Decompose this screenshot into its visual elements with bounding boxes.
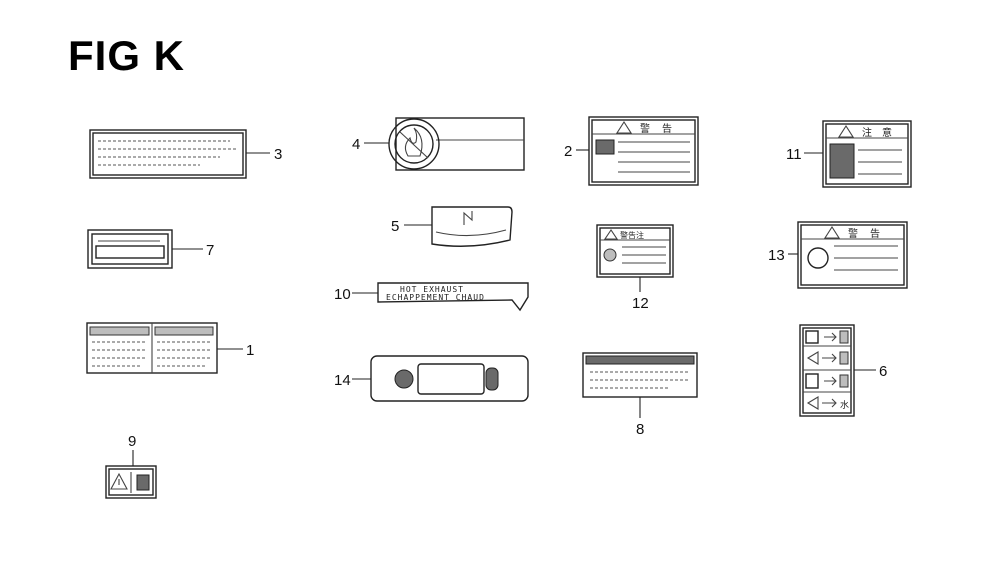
callout-12: 12 [632,295,649,312]
label-7[interactable] [87,229,203,269]
label-14[interactable] [352,355,529,402]
label-13-symbol: 警 [848,227,858,240]
label-12-symbol: 警告注 [620,230,644,240]
callout-11: 11 [786,146,802,163]
callout-8: 8 [636,421,644,438]
callout-14: 14 [334,372,351,389]
label-13-symbol-2: 告 [870,227,880,240]
label-10-line2: ECHAPPEMENT CHAUD [386,293,485,302]
callout-1: 1 [246,342,254,359]
label-8[interactable] [582,352,698,418]
label-3[interactable] [89,129,270,179]
label-11-symbol-2: 意 [882,126,892,139]
callout-2: 2 [564,143,572,160]
label-2-symbol: 警 [640,122,650,135]
label-2-symbol-2: 告 [662,122,672,135]
callout-5: 5 [391,218,399,235]
figure-title: FIG K [68,32,185,79]
callout-7: 7 [206,242,214,259]
label-10-line1: HOT EXHAUST [400,285,464,294]
label-4[interactable] [364,117,525,171]
callout-13: 13 [768,247,785,264]
label-5[interactable] [404,206,513,247]
callout-6: 6 [879,363,887,380]
label-9[interactable] [105,450,157,499]
label-11[interactable]: 注 意 [804,120,912,188]
label-12[interactable]: 警告注 [596,224,674,292]
callout-4: 4 [352,136,360,153]
label-6[interactable]: 水 [799,324,876,417]
callout-10: 10 [334,286,351,303]
label-2[interactable]: 警 告 [576,116,699,186]
label-11-symbol: 注 [862,126,872,139]
label-13[interactable]: 警 告 [788,221,908,289]
callout-9: 9 [128,433,136,450]
label-6-symbol: 水 [840,399,849,410]
callout-3: 3 [274,146,282,163]
label-1[interactable] [86,322,243,374]
label-10[interactable]: HOT EXHAUST ECHAPPEMENT CHAUD [352,282,529,312]
